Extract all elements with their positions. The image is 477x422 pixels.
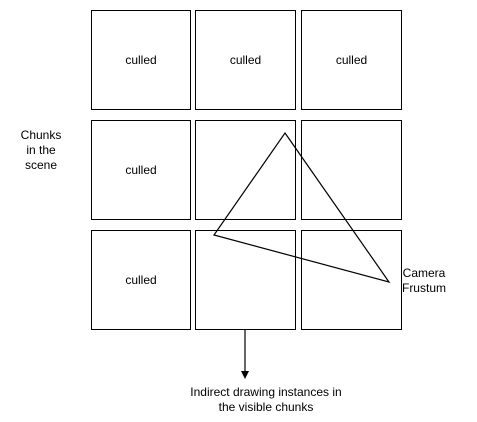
camera-frustum-label: Camera Frustum	[401, 266, 446, 295]
camera-frustum-triangle	[213, 131, 391, 284]
chunk-label: culled	[125, 273, 157, 287]
chunk-cell-0-1: culled	[195, 10, 296, 110]
chunk-label: culled	[125, 163, 157, 177]
chunk-cell-1-0: culled	[91, 120, 191, 220]
chunk-cell-2-0: culled	[91, 230, 191, 330]
chunk-cell-2-1	[195, 230, 296, 330]
chunks-in-scene-label: Chunks in the scene	[20, 128, 62, 172]
chunk-label: culled	[229, 53, 262, 67]
chunk-label: culled	[335, 53, 368, 67]
chunk-cell-1-2	[301, 120, 402, 220]
indirect-drawing-label: Indirect drawing instances in the visibl…	[190, 385, 342, 414]
chunk-label: culled	[125, 53, 157, 67]
chunk-cell-0-2: culled	[301, 10, 402, 110]
chunk-cell-1-1	[195, 120, 296, 220]
chunk-cell-2-2	[301, 230, 402, 330]
chunk-cell-0-0: culled	[91, 10, 191, 110]
